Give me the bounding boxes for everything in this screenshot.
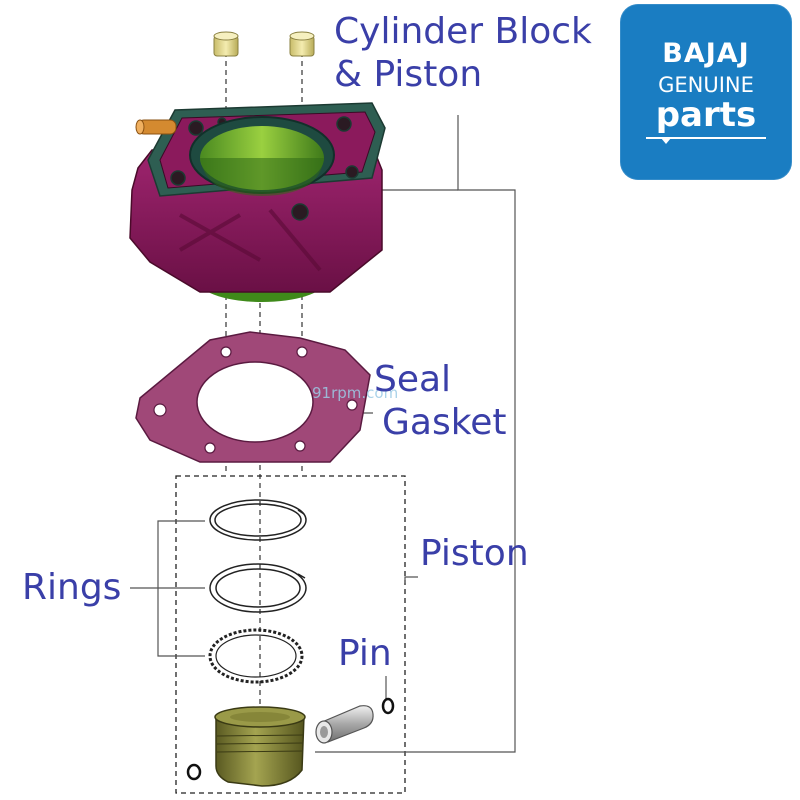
logo-brand: BAJAJ: [662, 38, 750, 69]
seal-gasket-label-line1: Seal: [374, 359, 452, 400]
logo-underline: [646, 137, 766, 144]
rings-label: Rings: [22, 567, 122, 608]
piston-ring-icon: [208, 628, 304, 684]
cylinder-block-icon: [129, 102, 386, 302]
logo-parts: parts: [655, 95, 757, 135]
piston-group-box: [175, 475, 406, 794]
piston-label: Piston: [420, 533, 529, 574]
seal-gasket-label-line2: Gasket: [382, 402, 507, 444]
circlip-icon: [186, 763, 202, 781]
pin-label: Pin: [338, 633, 392, 674]
circlip-icon: [381, 697, 395, 715]
dowel-icon: [213, 31, 239, 57]
logo-genuine: GENUINE: [658, 73, 754, 97]
cylinder-block-label-line2: & Piston: [334, 54, 483, 96]
cylinder-block-label: Cylinder Block & Piston: [334, 10, 592, 96]
piston-ring-icon: [209, 499, 307, 541]
seal-gasket-label: Seal Gasket: [374, 358, 507, 444]
piston-ring-icon: [209, 563, 307, 613]
dowel-icon: [289, 31, 315, 57]
piston-pin-icon: [315, 705, 374, 744]
cylinder-block-label-line1: Cylinder Block: [334, 11, 592, 52]
gasket-icon: [135, 331, 371, 463]
piston-icon: [214, 706, 306, 787]
watermark-text: 91rpm.com: [312, 384, 399, 402]
bajaj-genuine-parts-logo: BAJAJ GENUINE parts: [620, 4, 792, 180]
